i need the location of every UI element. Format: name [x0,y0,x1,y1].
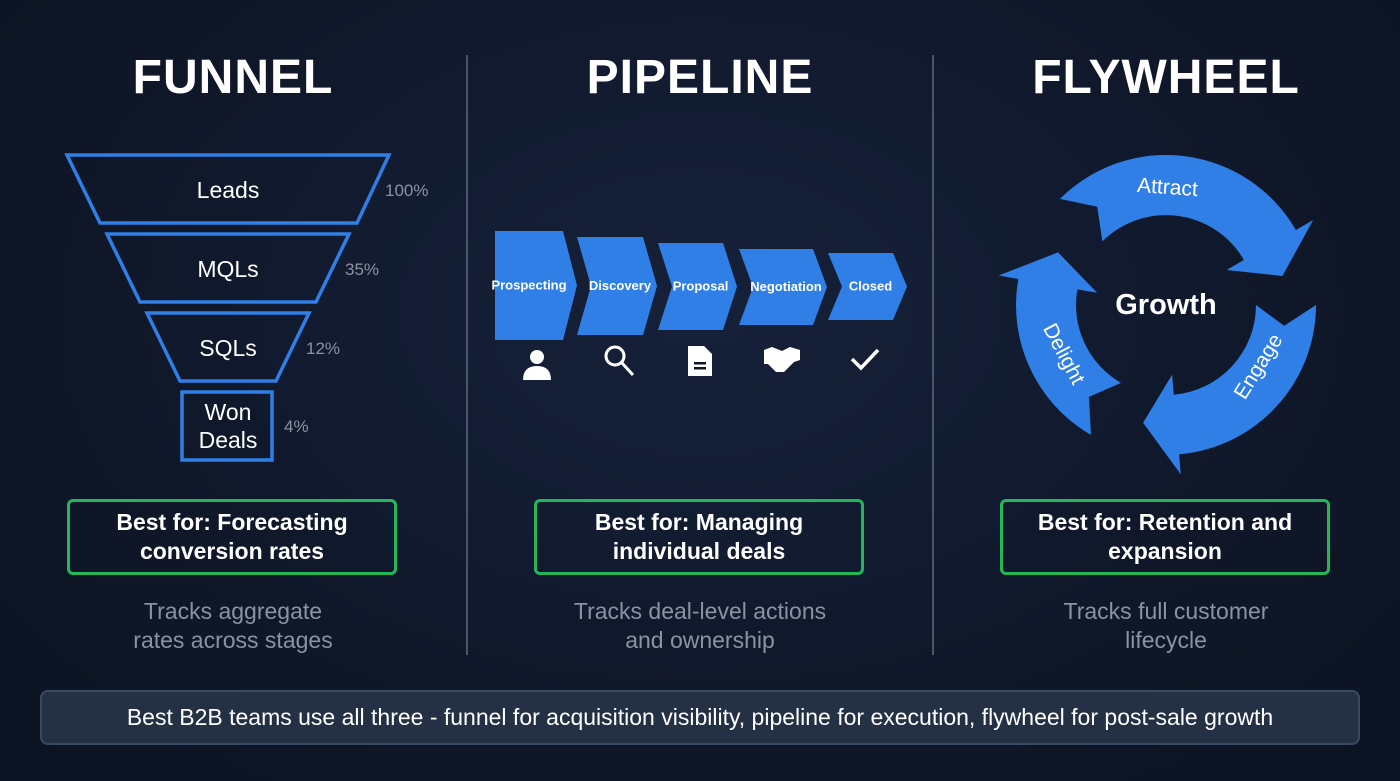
funnel-stage-mqls [104,232,352,304]
funnel-description: Tracks aggregate rates across stages [133,598,333,653]
funnel-label: Won [205,399,252,425]
flywheel-segment-label: Attract [1136,174,1198,201]
checkmark-icon [850,348,880,371]
funnel-title: FUNNEL [132,51,334,104]
document-icon [688,346,712,376]
funnel-label: Deals [199,427,258,453]
flywheel-arrow [1143,305,1316,475]
funnel-pct: 35% [345,260,379,279]
funnel-pct: 12% [306,339,340,358]
pipeline-stage [577,237,657,335]
pipeline-stage-label: Negotiation [750,279,822,294]
handshake-icon [764,347,800,372]
pipeline-stage-label: Prospecting [491,278,566,293]
flywheel-description: Tracks full customer lifecycle [1063,598,1269,653]
flywheel [998,154,1316,475]
summary-banner: Best B2B teams use all three - funnel fo… [40,690,1360,745]
funnel-best-for: Best for: Forecasting conversion rates [67,499,397,575]
flywheel-best-for: Best for: Retention and expansion [1000,499,1330,575]
funnel-stage-won [180,390,274,462]
flywheel-arrow [1059,154,1314,276]
funnel-stage-sqls [144,311,312,383]
divider [932,55,934,655]
pipeline-stage [658,243,737,330]
funnel-label: SQLs [199,335,257,361]
flywheel-arrow [998,252,1121,435]
pipeline-stage [495,231,577,340]
pipeline-title: PIPELINE [586,51,814,104]
magnifier-icon [604,345,635,377]
pipeline-stage-label: Closed [849,279,892,294]
funnel-pct: 4% [284,417,309,436]
pipeline-best-for: Best for: Managing individual deals [534,499,864,575]
pipeline-description: Tracks deal-level actions and ownership [573,598,827,653]
pipeline-stage [828,253,907,320]
pipeline-stage [739,249,827,325]
pipeline-stage-label: Discovery [589,278,652,293]
funnel [64,153,392,462]
pipeline: Prospecting Discovery Proposal Negotiation C… [491,231,907,340]
pipeline-icons [523,345,880,380]
funnel-label: Leads [197,177,260,203]
flywheel-title: FLYWHEEL [1032,51,1300,104]
funnel-stage-leads [64,153,392,225]
funnel-pct: 100% [385,181,428,200]
funnel-label: MQLs [197,256,258,282]
pipeline-stage-label: Proposal [673,279,729,294]
flywheel-center: Growth [1115,289,1217,321]
person-icon [523,350,551,380]
divider [466,55,468,655]
